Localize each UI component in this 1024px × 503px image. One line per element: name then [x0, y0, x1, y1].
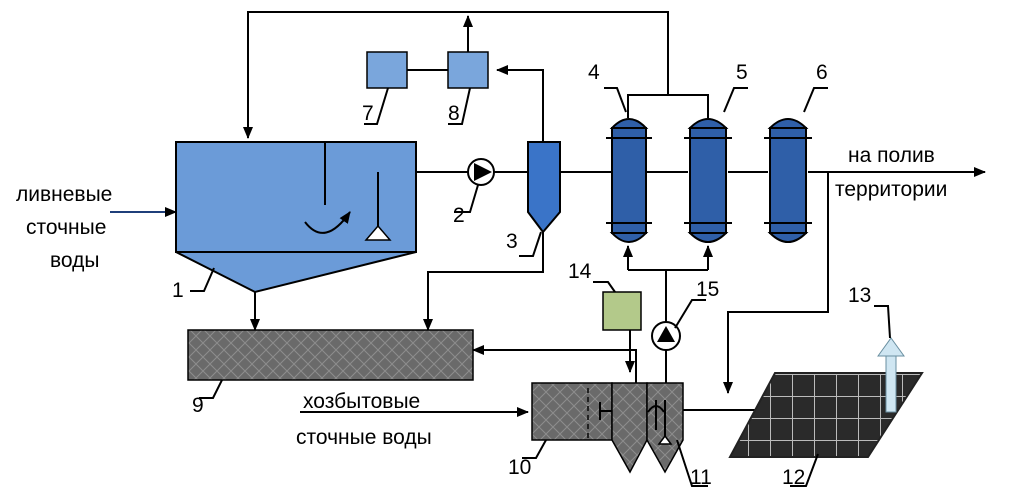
reagent-dosing-box [602, 291, 642, 331]
sludge-bed [187, 329, 474, 381]
domestic-label-line2: сточные воды [296, 426, 432, 449]
unit-8-box [447, 51, 489, 89]
settler-tank [175, 141, 417, 294]
vent-pipe [877, 337, 905, 413]
filter-5 [684, 118, 732, 243]
label-number-15: 15 [696, 278, 719, 301]
label-number-6: 6 [816, 61, 828, 84]
label-number-7: 7 [362, 102, 374, 125]
label-number-1: 1 [172, 279, 184, 302]
label-number-5: 5 [736, 61, 748, 84]
filter-6 [764, 118, 812, 243]
domestic-label-line1: хозбытовые [303, 390, 420, 413]
label-number-3: 3 [506, 230, 518, 253]
irrigation-label-line1: на полив [848, 144, 935, 167]
hydrocyclone [527, 141, 561, 234]
irrigation-label-line2: территории [835, 178, 947, 201]
stormwater-label-line1: ливневые [16, 183, 112, 206]
filter-4 [606, 118, 652, 243]
pipelines [110, 11, 986, 417]
unit-7-box [366, 51, 408, 89]
label-number-11: 11 [690, 466, 712, 489]
label-number-9: 9 [192, 394, 204, 417]
label-number-13: 13 [848, 284, 871, 307]
stormwater-label-line2: сточные [26, 216, 106, 239]
label-number-2: 2 [453, 204, 465, 227]
leader-lines [190, 87, 891, 487]
label-number-12: 12 [782, 466, 805, 489]
stormwater-label-line3: воды [50, 249, 100, 272]
label-number-10: 10 [508, 456, 531, 479]
label-number-14: 14 [568, 260, 592, 283]
label-number-4: 4 [588, 61, 600, 84]
label-number-8: 8 [448, 102, 460, 125]
pump-2 [467, 158, 495, 186]
domestic-treatment-unit [531, 382, 684, 474]
pump-15 [651, 321, 681, 351]
filtration-field [728, 372, 924, 458]
